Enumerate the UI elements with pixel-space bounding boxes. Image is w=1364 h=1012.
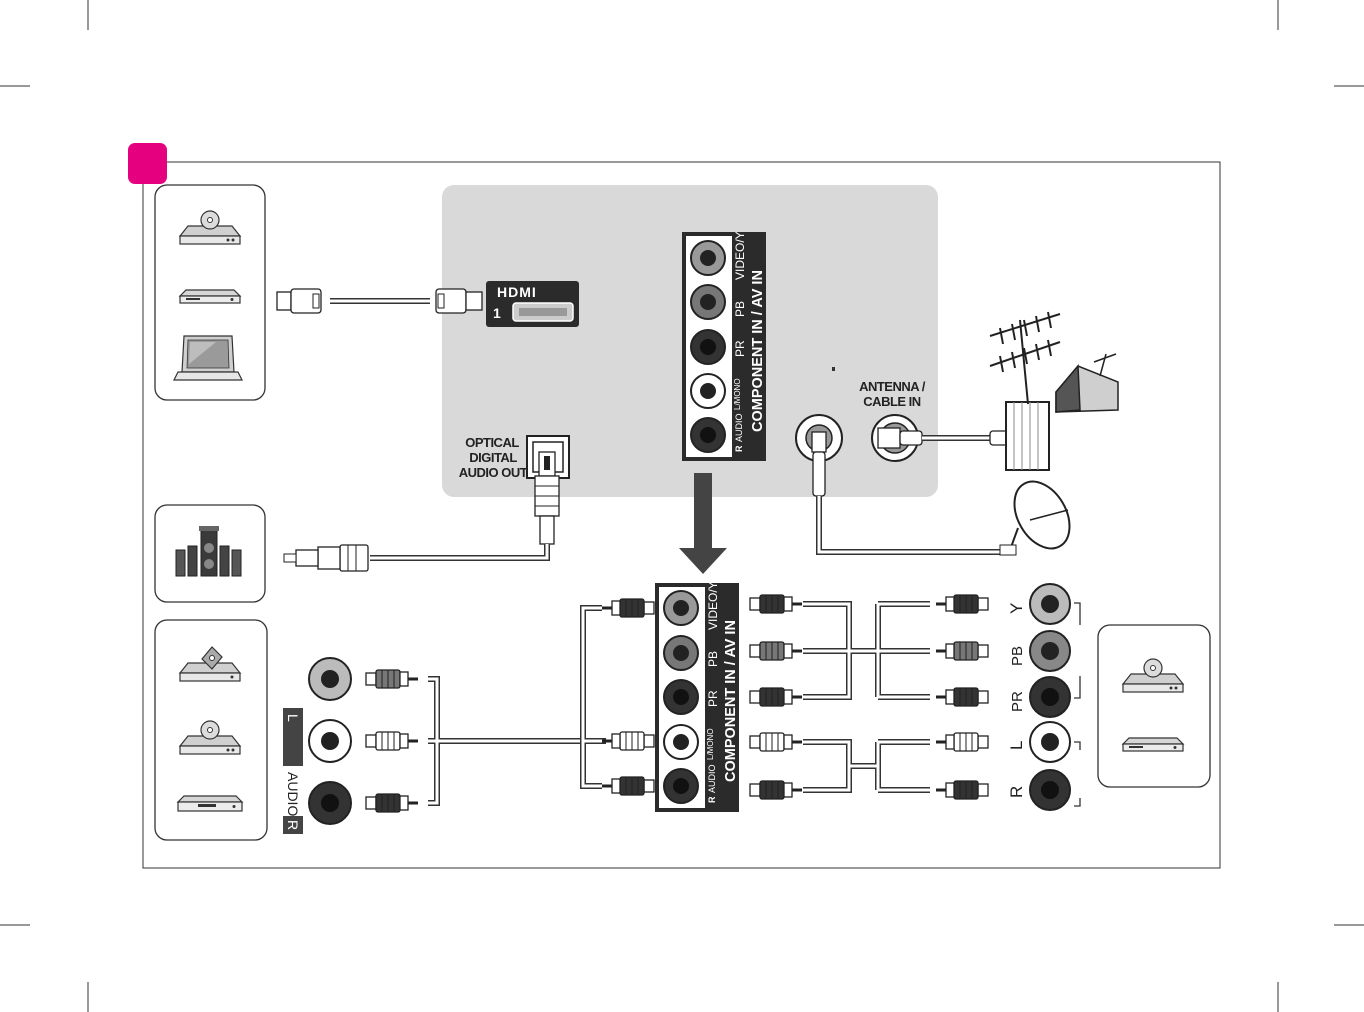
- comp-label-pr: PR: [1009, 691, 1026, 712]
- adapter-label-video-y: VIDEO/Y: [706, 581, 720, 630]
- tv-label-video-y: VIDEO/Y: [733, 231, 747, 280]
- component-cables: [803, 601, 930, 793]
- tv-component-port-labels: VIDEO/Y PB PR L/MONO R AUDIO: [733, 231, 747, 452]
- tv-label-pr: PR: [733, 340, 747, 357]
- comp-label-y: Y: [1007, 603, 1026, 614]
- adapter-label-lmono: L/MONO: [706, 728, 715, 760]
- component-jacks[interactable]: [1029, 583, 1071, 811]
- antenna-label-line1: ANTENNA /: [859, 379, 926, 394]
- tv-component-title-text: COMPONENT IN / AV IN: [750, 270, 766, 432]
- adapter-left-plugs: [600, 597, 656, 797]
- optical-cable: [283, 451, 560, 572]
- hdmi-device-group: [154, 184, 266, 401]
- set-top-box-icon: [179, 289, 241, 304]
- adapter-title: COMPONENT IN / AV IN: [723, 620, 739, 782]
- tv-label-audio: AUDIO: [734, 413, 744, 442]
- tv-label-audio-prefix: R: [734, 445, 744, 452]
- component-device-group: [1097, 624, 1211, 788]
- av-label-r: R: [285, 820, 301, 830]
- audio-device-group: [154, 504, 266, 603]
- hdmi-port[interactable]: HDMI 1: [486, 281, 579, 327]
- hdmi-port-number: 1: [493, 305, 501, 321]
- wall-plate-icon: [1005, 401, 1050, 471]
- av-device-group: [154, 619, 268, 841]
- diagram-frame: [142, 161, 1221, 869]
- adapter-label-pr: PR: [706, 690, 720, 707]
- optical-label-line3: AUDIO OUT: [459, 465, 528, 480]
- tv-component-title: COMPONENT IN / AV IN: [750, 270, 766, 432]
- adapter-port-labels: VIDEO/Y PB PR L/MONO R AUDIO: [706, 581, 720, 803]
- tv-label-pb: PB: [733, 301, 747, 317]
- optical-label-line2: DIGITAL: [469, 450, 517, 465]
- adapter-jacks[interactable]: [663, 590, 699, 804]
- tv-antenna-icon: [989, 311, 1061, 405]
- satellite-cable: [811, 431, 1005, 555]
- comp-label-pb: PB: [1009, 646, 1026, 666]
- hdmi-logo: HDMI: [497, 284, 537, 300]
- av-label-l: L: [285, 714, 301, 722]
- component-jack-labels: Y PB PR L R: [1007, 603, 1026, 798]
- antenna-label: ANTENNA / CABLE IN: [859, 379, 926, 409]
- adapter-right-plugs: [748, 593, 804, 801]
- adapter-label-pb: PB: [706, 651, 720, 667]
- comp-label-l: L: [1007, 741, 1026, 750]
- adapter-label-audio-prefix: R: [707, 796, 717, 803]
- house-icon: [1055, 353, 1119, 413]
- component-plugs: [934, 593, 990, 801]
- hdmi-cable: [276, 288, 483, 314]
- av-label-audio: AUDIO-: [285, 772, 301, 821]
- adapter-title-text: COMPONENT IN / AV IN: [723, 620, 739, 782]
- tv-component-jacks[interactable]: [690, 240, 726, 453]
- down-arrow-icon: [679, 473, 727, 574]
- tv-label-lmono: L/MONO: [733, 378, 742, 410]
- av-plugs: [364, 668, 420, 814]
- set-top-box-icon: [1122, 737, 1184, 752]
- adapter-label-audio: AUDIO: [707, 764, 717, 793]
- small-marker: [832, 367, 835, 371]
- optical-label: OPTICAL DIGITAL AUDIO OUT: [459, 435, 529, 480]
- satellite-dish-icon: [999, 480, 1071, 556]
- comp-label-r: R: [1007, 786, 1026, 798]
- antenna-label-line2: CABLE IN: [863, 394, 921, 409]
- av-jacks[interactable]: [308, 657, 352, 825]
- optical-label-line1: OPTICAL: [465, 435, 519, 450]
- component-brackets: [1074, 602, 1081, 807]
- av-cables: [428, 605, 606, 806]
- vcr-icon: [177, 795, 243, 812]
- av-jack-labels: L AUDIO- R: [283, 708, 303, 834]
- section-badge: [128, 143, 167, 184]
- laptop-icon: [173, 335, 243, 381]
